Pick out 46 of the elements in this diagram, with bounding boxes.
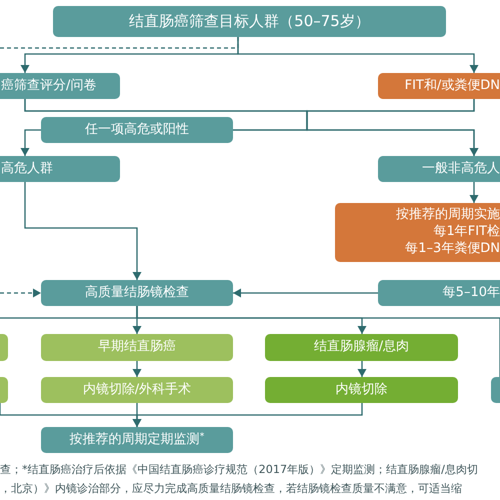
arrow <box>0 403 142 427</box>
process-box <box>0 73 120 99</box>
process-box <box>41 427 233 453</box>
box-label: 结直肠癌筛查目标人群（50–75岁） <box>129 12 370 32</box>
box-label: 内镜切除/外科手术 <box>82 382 192 398</box>
connector-line <box>136 306 500 377</box>
test-box <box>378 73 500 99</box>
arrow <box>24 182 142 280</box>
arrow <box>20 129 41 156</box>
box-label: 按推荐的周期实施 <box>396 207 500 224</box>
box-label: 早期结直肠癌 <box>98 339 176 356</box>
process-box <box>491 377 500 403</box>
box-label: 每5–10年 <box>442 284 500 302</box>
box-label: 癌筛查评分/问卷 <box>1 78 96 94</box>
footnote-text: 查；*结直肠癌治疗后依据《中国结直肠癌诊疗规范（2017年版）》定期监测；结直肠腺瘤/息肉切 <box>0 463 478 478</box>
box-label: 每1–3年粪便DN <box>405 240 500 258</box>
box-label: 高危人群 <box>1 160 53 178</box>
condition-box <box>41 117 233 143</box>
box-label: 高质量结肠镜检查 <box>85 284 189 302</box>
treatment-box <box>41 377 233 403</box>
process-box <box>0 156 120 182</box>
process-box <box>0 334 8 361</box>
process-box <box>378 280 500 306</box>
arrow <box>470 182 478 203</box>
arrow <box>132 361 142 377</box>
footnote-text: ，北京）》内镜诊治部分，应尽力完成高质量结肠镜检查，若结肠镜检查质量不满意，可适当缩 <box>0 482 462 497</box>
dashed-arrow <box>0 288 41 298</box>
arrow <box>306 99 478 156</box>
process-box <box>41 280 233 306</box>
treatment-box <box>265 377 458 403</box>
result-box <box>41 334 233 361</box>
process-box <box>0 377 8 403</box>
header-box <box>53 6 446 37</box>
box-label: 内镜切除 <box>336 382 388 398</box>
box-label: 结直肠腺瘤/息肉 <box>314 339 410 356</box>
box-label: 一般非高危人 <box>422 160 500 178</box>
arrow <box>358 361 366 377</box>
test-box <box>335 203 500 262</box>
result-box <box>265 334 458 361</box>
process-box <box>378 156 500 182</box>
box-label: 每1年FIT检 <box>433 224 500 241</box>
box-label: FIT和/或粪便DN <box>404 78 500 94</box>
box-label: 任一项高危或阳性 <box>85 122 189 138</box>
arrow <box>233 288 378 298</box>
dashed-line <box>0 37 239 49</box>
box-label: 按推荐的周期定期监测$^{*}$ <box>70 432 204 448</box>
